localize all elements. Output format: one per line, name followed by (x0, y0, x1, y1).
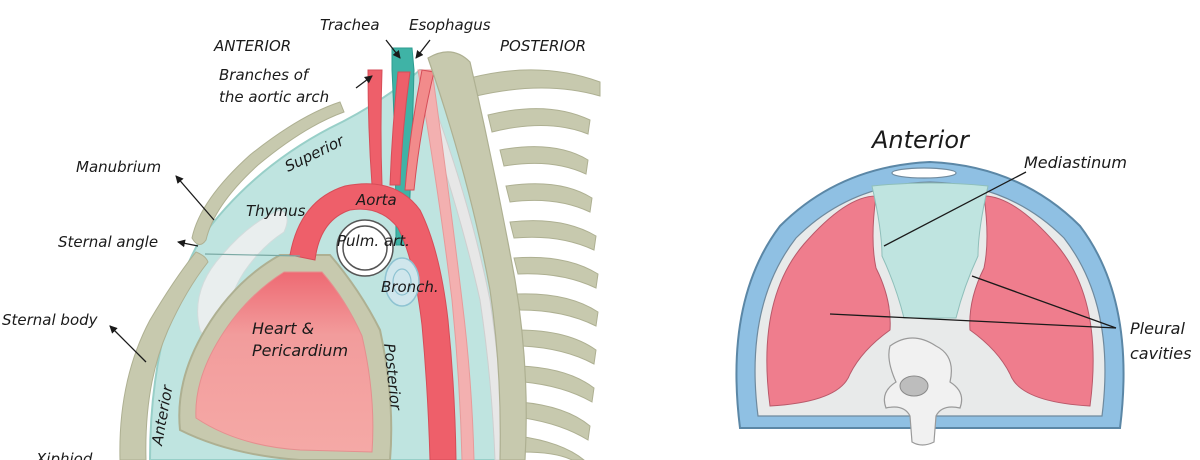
label-mediastinum: Mediastinum (1024, 153, 1127, 172)
label-bronch: Bronch. (381, 278, 439, 296)
axial-mediastinum (871, 182, 989, 319)
axial-view: Anterior Mediastinum Pleural cavities (735, 126, 1191, 446)
pulmonary-artery (336, 219, 394, 277)
axial-sternum (891, 167, 957, 179)
manubrium (191, 101, 345, 245)
pleural-cavity-left (766, 195, 891, 407)
bronchus (384, 257, 420, 307)
vertebral-column (427, 51, 527, 460)
label-pleural-1: Pleural (1130, 319, 1185, 338)
label-axial-anterior: Anterior (870, 126, 971, 154)
aortic-branch-2 (389, 71, 411, 186)
label-aortic-branches-2: the aortic arch (219, 88, 329, 106)
label-aorta: Aorta (355, 191, 397, 209)
label-pleural-2: cavities (1130, 344, 1191, 363)
label-sternal-angle: Sternal angle (58, 233, 158, 251)
label-xiphoid: Xiphiod (35, 450, 93, 460)
ribs (469, 69, 601, 460)
esophagus (417, 69, 475, 460)
label-anterior-top: ANTERIOR (213, 37, 291, 55)
label-heart-1: Heart & (252, 319, 314, 338)
vertebral-body (899, 375, 929, 397)
label-aortic-branches-1: Branches of (219, 66, 311, 84)
sternal-body (119, 251, 209, 460)
label-trachea: Trachea (320, 16, 380, 34)
sagittal-view: ANTERIOR POSTERIOR Trachea Esophagus Bra… (2, 16, 601, 460)
label-thymus: Thymus (246, 202, 306, 220)
label-pulm-art: Pulm. art. (337, 232, 410, 250)
label-manubrium: Manubrium (76, 158, 161, 176)
label-sternal-body: Sternal body (2, 311, 99, 329)
label-heart-2: Pericardium (252, 341, 348, 360)
aortic-branch-3 (404, 69, 435, 191)
sternal-angle-line (204, 253, 301, 257)
heart (195, 271, 374, 453)
label-esophagus: Esophagus (409, 16, 491, 34)
label-posterior-top: POSTERIOR (500, 37, 586, 55)
pleural-cavity-right (969, 195, 1094, 407)
